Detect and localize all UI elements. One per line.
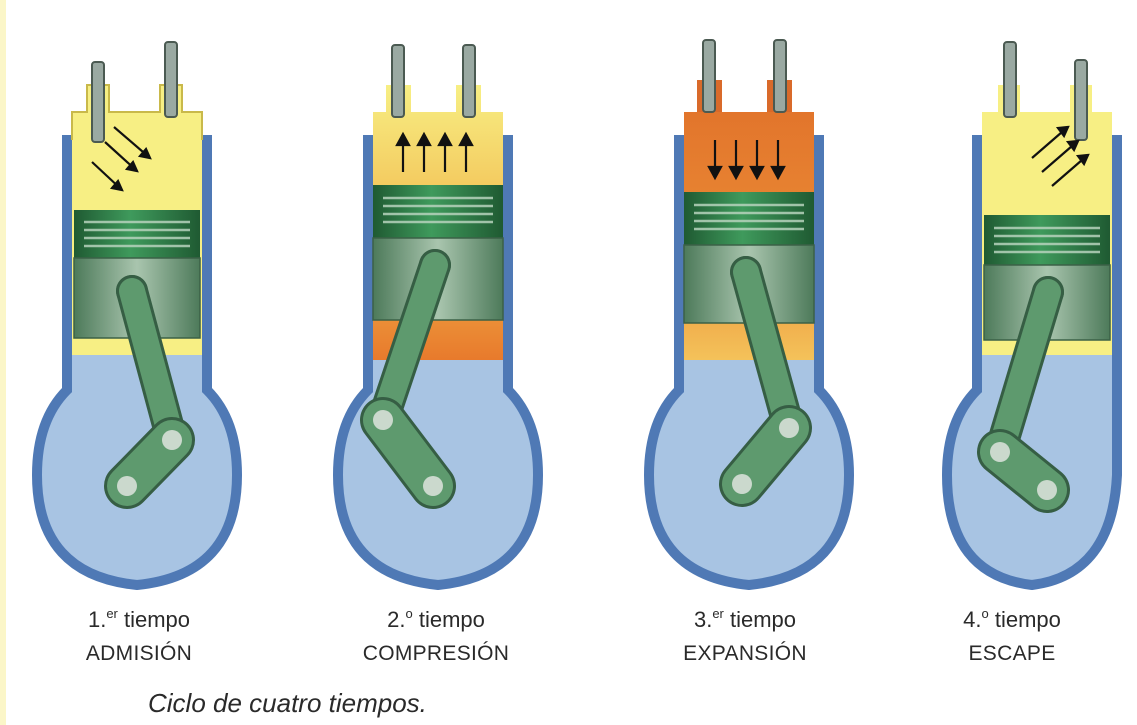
stroke-name: ESCAPE <box>887 640 1137 668</box>
ordinal-suffix: o <box>405 606 412 621</box>
exhaust-valve <box>774 40 786 112</box>
stroke-3-diagram <box>624 0 874 600</box>
ordinal-suffix: o <box>981 606 988 621</box>
stroke-number: 2. <box>387 607 405 632</box>
piston-rings <box>984 215 1110 267</box>
stroke-1-label: 1.er tiempo ADMISIÓN <box>14 606 264 668</box>
exhaust-valve <box>1075 60 1087 140</box>
intake-valve <box>703 40 715 112</box>
ordinal-suffix: er <box>712 606 724 621</box>
engine-cylinder-escape <box>922 0 1137 600</box>
intake-valve <box>392 45 404 117</box>
engine-cylinder-compresion <box>313 0 563 600</box>
engine-cylinder-expansion <box>624 0 874 600</box>
piston-rings <box>684 192 814 247</box>
stroke-number: 4. <box>963 607 981 632</box>
stroke-word: tiempo <box>995 607 1061 632</box>
ordinal-suffix: er <box>106 606 118 621</box>
stroke-4-diagram <box>922 0 1137 600</box>
piston-rings <box>373 185 503 240</box>
stroke-2-label: 2.o tiempo COMPRESIÓN <box>311 606 561 668</box>
stroke-number: 3. <box>694 607 712 632</box>
intake-valve <box>92 62 104 142</box>
exhaust-valve <box>165 42 177 117</box>
stroke-word: tiempo <box>730 607 796 632</box>
stroke-2-diagram <box>313 0 563 600</box>
stroke-name: COMPRESIÓN <box>311 640 561 668</box>
stroke-3-label: 3.er tiempo EXPANSIÓN <box>620 606 870 668</box>
intake-valve <box>1004 42 1016 117</box>
stroke-word: tiempo <box>124 607 190 632</box>
stroke-name: ADMISIÓN <box>14 640 264 668</box>
stroke-number: 1. <box>88 607 106 632</box>
page-edge-strip <box>0 0 6 725</box>
stroke-1-diagram <box>12 0 262 600</box>
stroke-name: EXPANSIÓN <box>620 640 870 668</box>
stroke-word: tiempo <box>419 607 485 632</box>
figure-caption: Ciclo de cuatro tiempos. <box>148 688 427 719</box>
exhaust-valve <box>463 45 475 117</box>
stroke-4-label: 4.o tiempo ESCAPE <box>887 606 1137 668</box>
piston-rings <box>74 210 200 260</box>
engine-cylinder-admision <box>12 0 262 600</box>
